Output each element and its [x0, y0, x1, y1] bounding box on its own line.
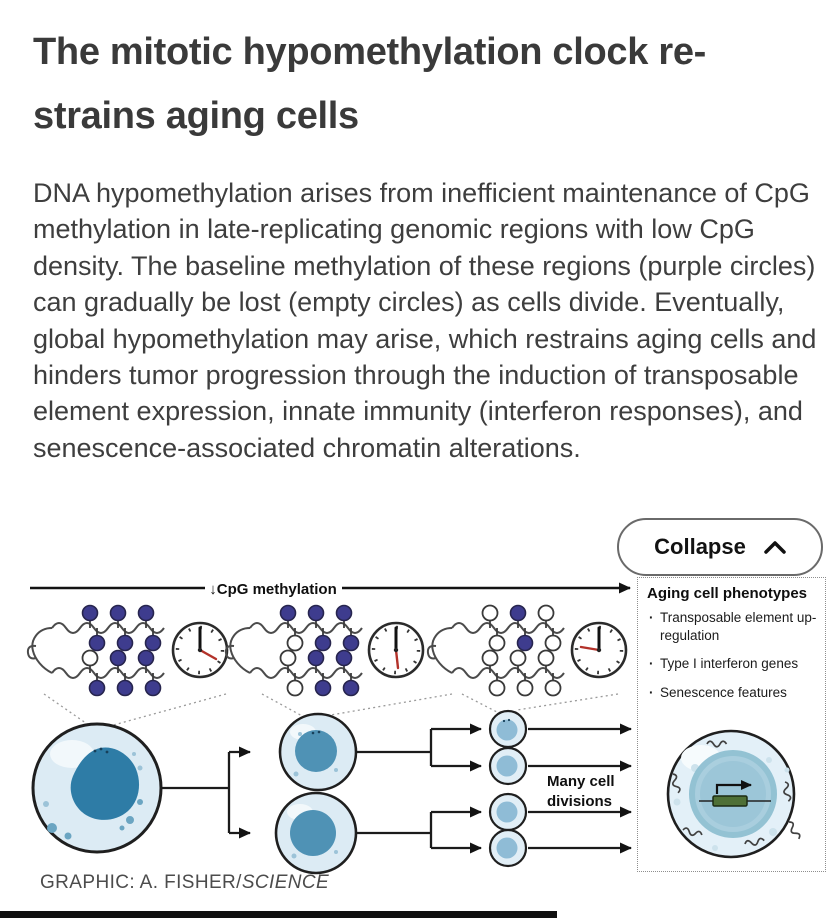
- many-cell-divisions-label-line-2: divisions: [547, 793, 612, 810]
- chevron-up-icon: [764, 540, 786, 555]
- granddaughter-cell-1: [488, 709, 528, 749]
- article-summary: DNA hypomethylation arises from ineffici…: [33, 178, 817, 463]
- division-arrows-3: [356, 806, 482, 854]
- phenotypes-heading: Aging cell phenotypes: [647, 585, 808, 602]
- phenotype-bullet-interferon: Type I interferon genes: [647, 655, 821, 673]
- phenotypes-list: Transposable element up-regulation Type …: [647, 609, 821, 701]
- page-title: The mitotic hypomethylation clock re- st…: [33, 20, 813, 148]
- many-cell-divisions-label-line-1: Many cell: [547, 773, 615, 790]
- cpg-methylation-arrow: ↓CpG methylation: [30, 581, 631, 598]
- granddaughter-cell-3: [488, 792, 528, 832]
- granddaughter-cell-2: [488, 746, 528, 786]
- credit-prefix: GRAPHIC: A. FISHER/: [40, 872, 242, 893]
- page-title-line-1: The mitotic hypomethylation clock re-: [33, 31, 707, 73]
- clock-icon-early: [171, 621, 229, 679]
- daughter-cell-1: [278, 712, 358, 792]
- figure-diagram: ↓CpG methylation: [26, 581, 632, 875]
- collapse-button[interactable]: Collapse: [617, 518, 823, 576]
- many-divisions-arrows: [528, 723, 632, 854]
- gene-box: [699, 795, 771, 807]
- collapse-button-label: Collapse: [654, 534, 746, 559]
- credit-source: SCIENCE: [241, 872, 330, 893]
- clock-icon-middle: [367, 621, 425, 679]
- dna-group-early: [26, 604, 165, 697]
- division-arrows-1: [161, 746, 251, 839]
- bottom-bar: [0, 911, 557, 918]
- daughter-cell-2: [274, 791, 358, 875]
- dna-group-middle: [224, 604, 363, 697]
- page-title-line-2: strains aging cells: [33, 95, 359, 137]
- clock-icon-late: [570, 621, 628, 679]
- dna-group-late: [426, 604, 565, 697]
- transcription-arrow-icon: [715, 780, 752, 794]
- cpg-methylation-label: ↓CpG methylation: [209, 581, 337, 598]
- aging-cell: [666, 729, 802, 859]
- phenotype-bullet-transposable: Transposable element up-regulation: [647, 609, 821, 644]
- phenotypes-panel: Aging cell phenotypes Transposable eleme…: [637, 577, 826, 872]
- division-arrows-2: [356, 723, 482, 772]
- granddaughter-cell-4: [488, 828, 528, 868]
- credit-line: GRAPHIC: A. FISHER/SCIENCE: [40, 872, 329, 894]
- stem-cell: [31, 722, 163, 854]
- phenotype-bullet-senescence: Senescence features: [647, 684, 821, 702]
